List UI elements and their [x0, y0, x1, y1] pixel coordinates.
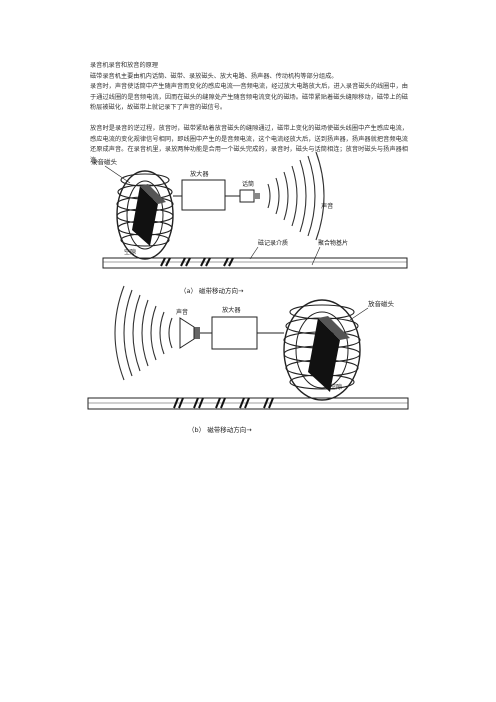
label-sound-a: 声音	[321, 202, 333, 210]
label-polymer-base: 聚合物基片	[318, 239, 348, 247]
tape-b-magnetization	[173, 397, 274, 409]
record-head-a	[116, 170, 174, 260]
label-amplifier-a: 放大器	[190, 170, 209, 178]
label-gap-b: 空隙	[330, 383, 342, 391]
label-magnetic-layer: 磁记录介质	[258, 239, 288, 247]
figure-b: 放大器 声音 放音磁头 空隙 （b） 磁带移动方向→	[87, 285, 409, 434]
sound-waves-a	[267, 151, 325, 241]
label-record-head: 录音磁头	[91, 157, 118, 166]
label-sound-b: 声音	[176, 308, 188, 316]
label-gap-a: 空隙	[124, 248, 136, 256]
paragraph-2: 录音时，声音使话筒中产生随声音而变化的感应电流──音频电流，经过放大电路放大后，…	[90, 83, 408, 112]
tape-a-magnetization	[160, 257, 234, 267]
caption-b: （b） 磁带移动方向→	[188, 425, 252, 434]
paragraph-3: 放音时是录音的逆过程，放音时，磁带紧贴着放音磁头的缝隙通过，磁带上变化的磁场使磁…	[90, 125, 408, 164]
label-microphone: 话筒	[242, 180, 254, 188]
label-playback-head: 放音磁头	[368, 299, 395, 308]
paragraph-1: 磁带录音机主要由机内话筒、磁带、录放磁头、放大电路、扬声器、传动机构等部分组成。	[90, 73, 338, 80]
playback-head-b	[283, 299, 361, 401]
sound-waves-b	[114, 285, 173, 381]
document-title: 录音机录音和放音的原理	[90, 62, 159, 69]
amplifier-b	[211, 316, 258, 350]
microphone-a	[239, 189, 260, 203]
speaker-b	[179, 317, 200, 349]
tape-a	[102, 257, 408, 269]
figure-a: 录音磁头 放大器 话筒 声音 空隙 磁记录介质 聚合物基片 （a） 磁带移动方向…	[91, 151, 408, 295]
label-amplifier-b: 放大器	[222, 306, 241, 314]
amplifier-a	[181, 179, 226, 211]
caption-a: （a） 磁带移动方向→	[180, 286, 244, 295]
